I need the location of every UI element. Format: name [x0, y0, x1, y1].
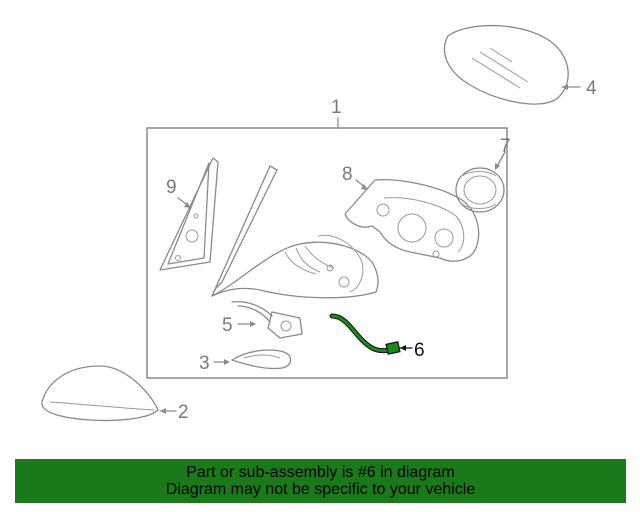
callout-9: 9 — [166, 177, 177, 198]
callout-1: 1 — [331, 97, 342, 118]
callout-4: 4 — [586, 78, 597, 99]
part-9-trim-cover: 9 — [159, 157, 219, 271]
callout-3: 3 — [199, 353, 210, 374]
mirror-base-housing — [211, 165, 379, 299]
part-5-heater-harness: 5 — [222, 300, 303, 339]
part-7-motor: 7 — [455, 136, 511, 213]
callout-5: 5 — [222, 315, 233, 336]
callout-2: 2 — [178, 402, 189, 423]
part-4-mirror-glass: 4 — [443, 24, 597, 105]
callout-6: 6 — [414, 340, 425, 361]
banner-line-1: Part or sub-assembly is #6 in diagram — [186, 464, 455, 481]
part-2-mirror-cap: 2 — [41, 365, 189, 423]
part-6-wire-highlighted: 6 — [329, 313, 425, 361]
callout-8: 8 — [342, 164, 353, 185]
parts-diagram: 1 4 2 9 — [41, 24, 597, 423]
callout-7: 7 — [500, 136, 511, 157]
assembly-frame — [146, 127, 508, 379]
banner-line-2: Diagram may not be specific to your vehi… — [165, 481, 476, 498]
part-8-bracket: 8 — [342, 164, 480, 262]
part-info-banner: Part or sub-assembly is #6 in diagram Di… — [15, 459, 626, 503]
part-3-gasket: 3 — [199, 349, 292, 374]
